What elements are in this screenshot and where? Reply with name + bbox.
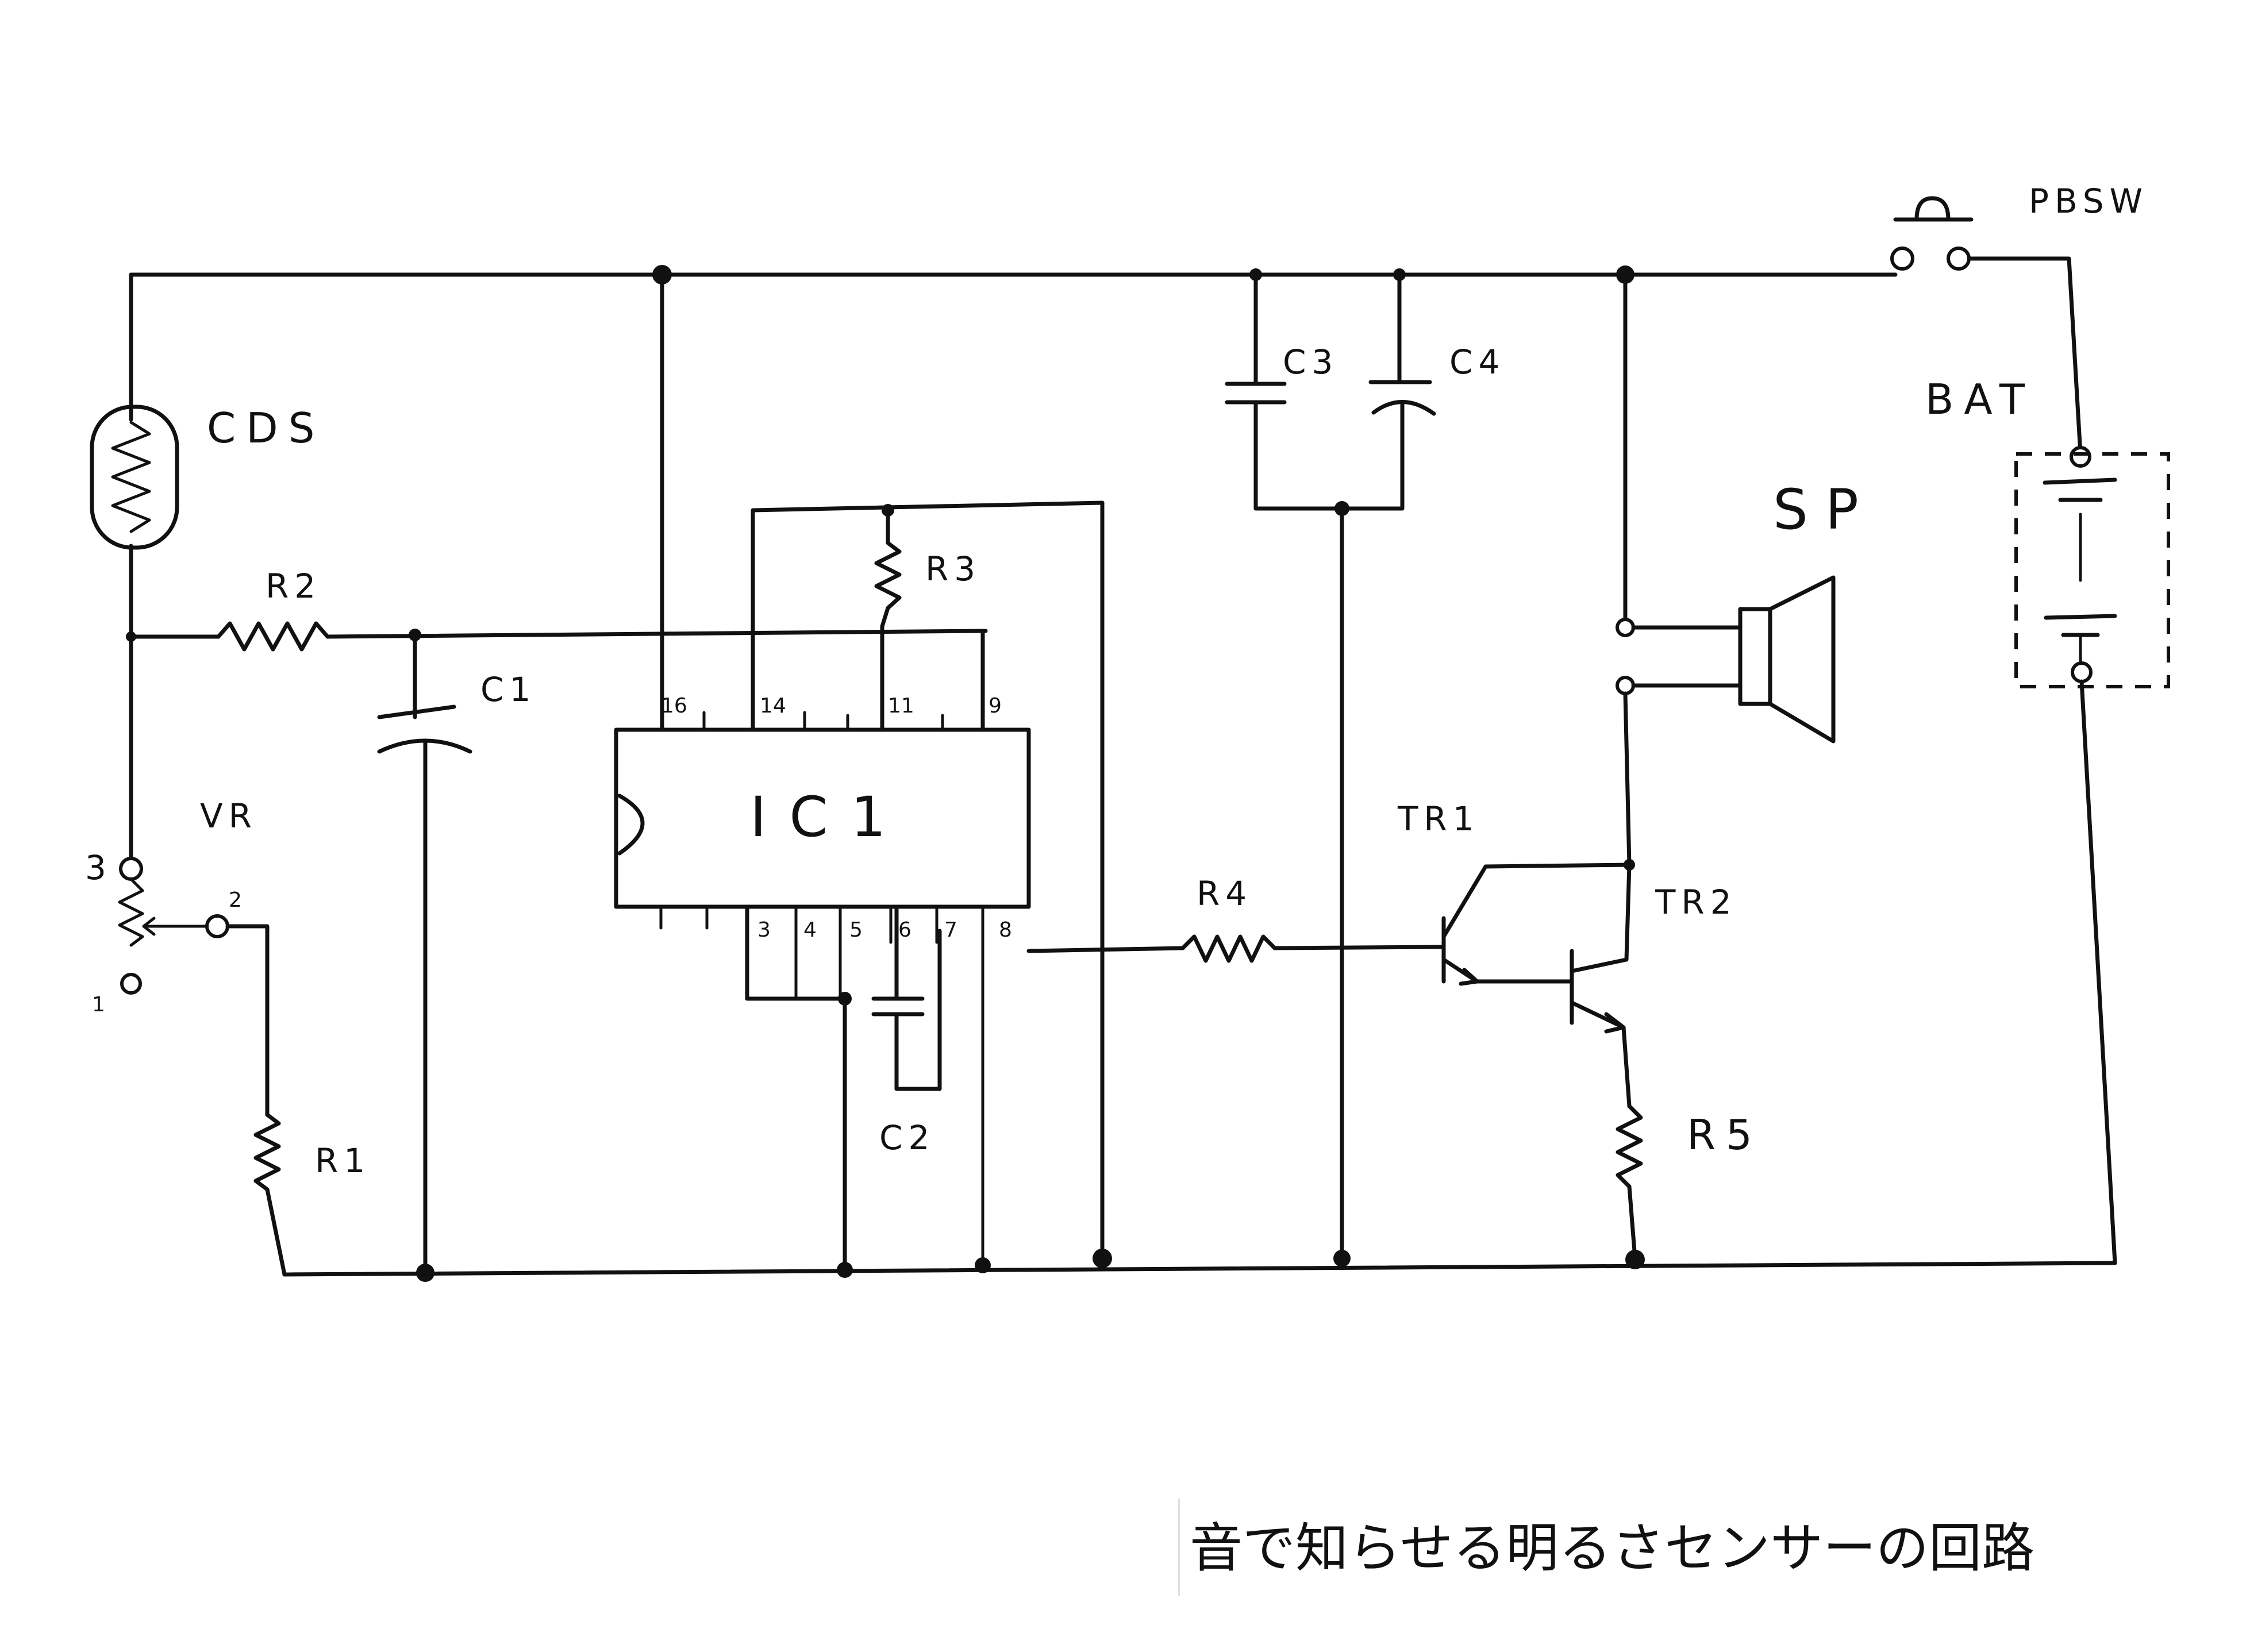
c2-capacitor — [871, 904, 942, 1091]
pin3-wire — [745, 904, 847, 1001]
ic-pin8-label: 8 — [999, 918, 1012, 942]
c2-label: C2 — [879, 1118, 935, 1157]
pin8-to-r4-wire — [1026, 946, 1185, 953]
bat-terminal-top — [2070, 446, 2091, 468]
cds-label: CDS — [207, 404, 325, 452]
c3-label: C3 — [1283, 342, 1339, 382]
r3-label: R3 — [925, 549, 981, 588]
ic-pin4-label: 4 — [803, 918, 817, 942]
pbsw-terminal-right — [1947, 247, 1971, 271]
node-ic-vcc — [652, 265, 672, 284]
pin-divider-lines — [794, 905, 984, 1267]
c4-label: C4 — [1449, 342, 1505, 382]
ic-pin11-label: 11 — [888, 694, 914, 718]
c1-label: C1 — [480, 670, 536, 709]
bat-label: BAT — [1925, 375, 2035, 423]
sp-label: SP — [1773, 477, 1876, 542]
cds-photoresistor — [90, 405, 179, 550]
tr2-emitter-to-r5-wire — [1621, 1025, 1632, 1108]
node-r5-rail — [1625, 1250, 1645, 1269]
pin14-wire — [751, 500, 1105, 732]
ic-pin14-label: 14 — [760, 694, 786, 718]
diagram-caption: 音で知らせる明るさセンサーの回路 — [1190, 1518, 2035, 1579]
node-pin8-rail — [975, 1257, 991, 1273]
vr-pin3-terminal — [119, 857, 143, 881]
vr-pin2-to-r1-wire — [225, 924, 270, 1117]
node-sp-power — [1616, 265, 1634, 284]
speaker-symbol — [1738, 575, 1836, 744]
ic-pin3-label: 3 — [757, 918, 771, 942]
pbsw-to-battery-wire — [1967, 256, 2083, 456]
r4-label: R4 — [1197, 874, 1252, 913]
vr-pin1-terminal — [120, 973, 142, 995]
r4-to-tr1-wire — [1272, 945, 1445, 950]
ic-bottom-pin-stubs — [659, 905, 709, 930]
r2-resistor — [216, 621, 330, 652]
vr-pin3-label: 3 — [85, 848, 112, 887]
ic-pin6-label: 6 — [898, 918, 911, 942]
ic-pin7-label: 7 — [944, 918, 957, 942]
sp-to-tr2-wire — [1623, 691, 1632, 867]
vr-pin1-label: 1 — [92, 993, 105, 1016]
node-c4-top — [1393, 268, 1406, 281]
node-pins-rail — [837, 1262, 853, 1278]
bottom-rail-wire — [282, 1261, 2117, 1277]
tr2-label: TR2 — [1655, 883, 1737, 922]
r3-resistor — [874, 508, 902, 629]
ic-top-pin-stubs — [702, 711, 944, 731]
tr1-label: TR1 — [1397, 799, 1480, 838]
r4-resistor — [1180, 934, 1277, 963]
r5-resistor — [1616, 1104, 1643, 1189]
c3-bottom-wire — [1253, 400, 1403, 511]
battery-symbol — [2014, 452, 2170, 688]
ic1-label: IC1 — [750, 785, 909, 849]
r2-right-wire — [325, 629, 988, 639]
pbsw-terminal-left — [1890, 247, 1914, 271]
pbsw-button — [1893, 196, 1974, 222]
ic-pin5-label: 5 — [849, 918, 863, 942]
bat-terminal-bottom — [2071, 661, 2093, 683]
node-c1-rail — [416, 1264, 434, 1282]
vr-pin2-terminal — [205, 914, 229, 938]
vr-pin2-label: 2 — [229, 888, 242, 912]
ic-pin16-label: 16 — [661, 694, 687, 718]
node-r3-rail — [1093, 1249, 1112, 1268]
sp-terminal-bottom — [1616, 676, 1635, 695]
pbsw-label: PBSW — [2029, 182, 2148, 221]
r5-label: R5 — [1687, 1111, 1763, 1159]
sp-terminal-top — [1616, 618, 1635, 637]
caption-divider — [1178, 1499, 1180, 1596]
vr-label: VR — [200, 796, 257, 835]
r2-label: R2 — [266, 567, 321, 606]
node-c3c4-rail — [1333, 1250, 1351, 1267]
vr-potentiometer — [118, 877, 207, 947]
tr2-transistor — [1570, 862, 1632, 1034]
c3-capacitor — [1225, 382, 1287, 405]
battery-to-rail-wire — [2079, 679, 2117, 1265]
ic-pin9-label: 9 — [989, 694, 1002, 718]
node-c3-top — [1249, 268, 1262, 281]
ic1-chip — [614, 727, 1031, 909]
r1-resistor — [253, 1112, 281, 1192]
r1-label: R1 — [315, 1141, 371, 1180]
tr1-transistor — [1441, 862, 1634, 986]
r5-to-rail-wire — [1627, 1184, 1637, 1261]
r1-to-rail-wire — [265, 1187, 287, 1277]
